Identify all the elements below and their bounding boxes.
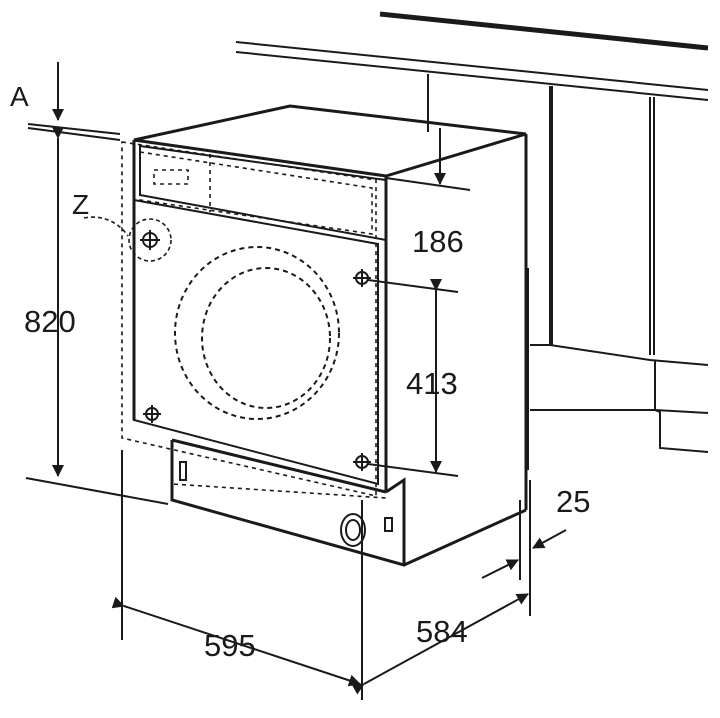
drain-pump-cap-icon (340, 513, 366, 547)
control-panel (139, 144, 387, 242)
dim-a-ext-top (27, 123, 121, 135)
hinge-top-icon (353, 269, 371, 287)
dim-595-line (111, 596, 361, 687)
porthole-outer-ring (174, 246, 340, 420)
service-flap-icon (384, 517, 393, 532)
drain-pump (179, 461, 393, 547)
plinth-top-edge (171, 438, 387, 494)
dim-820-label: 820 (24, 304, 76, 339)
dim-584-line (351, 593, 529, 695)
fixing-point-z-icon (128, 218, 172, 262)
porthole (174, 246, 340, 420)
plinth-side (385, 477, 406, 565)
kitchen-cabinet (235, 11, 709, 470)
worktop-edge-line (379, 11, 709, 51)
dim-820-ext-bottom (25, 477, 169, 505)
dim-413-label: 413 (406, 366, 458, 401)
dim-584-label: 584 (416, 614, 468, 649)
dim-413-ext-top (367, 279, 459, 293)
porthole-inner-ring (201, 267, 331, 409)
dim-25-label: 25 (556, 484, 590, 519)
worktop-front-line (235, 51, 709, 101)
dim-186-ext (385, 177, 471, 191)
dim-186-label: 186 (412, 224, 464, 259)
machine-front-face (133, 198, 379, 486)
cabinet-plinth-step (654, 360, 709, 453)
panel-dashed-outline (139, 151, 373, 235)
drain-pump-inner-icon (345, 519, 361, 541)
machine-top-face (133, 104, 527, 178)
hinge-bottom-icon (353, 453, 371, 471)
plinth-front-bottom (170, 440, 527, 567)
dim-595-label: 595 (204, 628, 256, 663)
label-z: Z (72, 189, 89, 220)
plinth-slot-icon (179, 461, 187, 481)
cabinet-plinth-top (530, 344, 709, 366)
worktop-back-line (235, 41, 709, 91)
label-a: A (10, 81, 29, 112)
cabinet-plinth-mid (530, 409, 709, 414)
dim-413-ext-bottom (367, 463, 459, 477)
fixing-points (83, 216, 371, 471)
decor-door-outline (121, 141, 387, 499)
display-dashed-outline (153, 169, 189, 185)
fixing-bottom-left-icon (143, 405, 161, 423)
dimension-lines (25, 62, 567, 700)
dim-25-arrow-right (532, 529, 567, 549)
dim-25-arrow-left (481, 559, 519, 579)
dim-a-ext-bottom (27, 127, 121, 141)
door-dashed-outline (121, 141, 377, 498)
